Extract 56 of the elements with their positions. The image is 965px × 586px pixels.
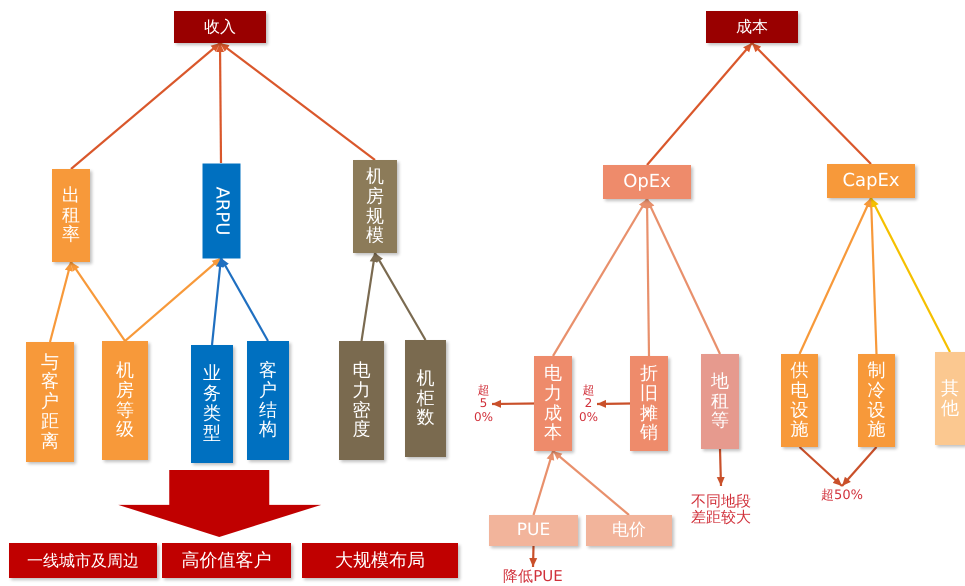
title-box: 成本 (706, 11, 798, 43)
arrow (643, 198, 652, 356)
arrow (867, 198, 878, 354)
arrow (798, 446, 843, 487)
arrow (70, 42, 221, 170)
factor-box: 制冷设施 (858, 354, 895, 447)
factor-box: 其他 (935, 352, 965, 445)
title-box: 收入 (174, 11, 266, 43)
note-text: 降低PUE (494, 567, 572, 586)
arrow (210, 258, 224, 346)
factor-box: 机房等级 (102, 341, 148, 460)
arrow (646, 42, 753, 166)
arrow (48, 262, 73, 342)
arrow (216, 43, 224, 163)
arrow (751, 42, 872, 165)
factor-box: 机房规模 (353, 160, 397, 253)
arrow (360, 252, 378, 342)
note-text: 超50% (814, 486, 870, 506)
arrow (532, 450, 554, 516)
note-text: 超20% (580, 376, 597, 432)
arrow (70, 261, 126, 342)
category-box: CapEx (827, 164, 915, 198)
arrow (841, 446, 878, 487)
arrow (219, 42, 376, 161)
arrow (552, 450, 630, 516)
factor-box: 机柜数 (405, 340, 446, 457)
arrow (124, 257, 222, 342)
arrow (596, 400, 630, 408)
factor-box: 电价 (586, 515, 672, 546)
factor-box: 地租等 (701, 354, 739, 449)
note-text: 超50% (475, 376, 492, 432)
factor-box: 客户结构 (247, 341, 289, 460)
arrow (870, 198, 951, 352)
arrow (798, 198, 872, 354)
factor-box: 业务类型 (191, 345, 233, 463)
factor-box: PUE (489, 515, 578, 546)
factor-box: 与客户距离 (26, 342, 74, 462)
arrow (529, 546, 538, 568)
arrow (220, 257, 269, 342)
factor-box: 电力成本 (534, 356, 572, 451)
factor-box: 折旧摊销 (630, 356, 668, 451)
result-box: 一线城市及周边 (9, 543, 157, 578)
note-text: 不同地段差距较大 (688, 486, 754, 532)
factor-box: 供电设施 (781, 354, 818, 447)
factor-box: ARPU (202, 163, 240, 258)
result-box: 大规模布局 (302, 543, 458, 578)
arrow (552, 198, 648, 357)
block-arrow (118, 470, 322, 537)
factor-box: 电力密度 (339, 341, 384, 460)
factor-box: 出租率 (52, 169, 90, 262)
arrow (374, 252, 426, 341)
category-box: OpEx (603, 165, 691, 199)
arrow (492, 400, 534, 408)
arrow (716, 448, 725, 486)
arrow (646, 198, 721, 354)
result-box: 高价值客户 (162, 543, 291, 578)
